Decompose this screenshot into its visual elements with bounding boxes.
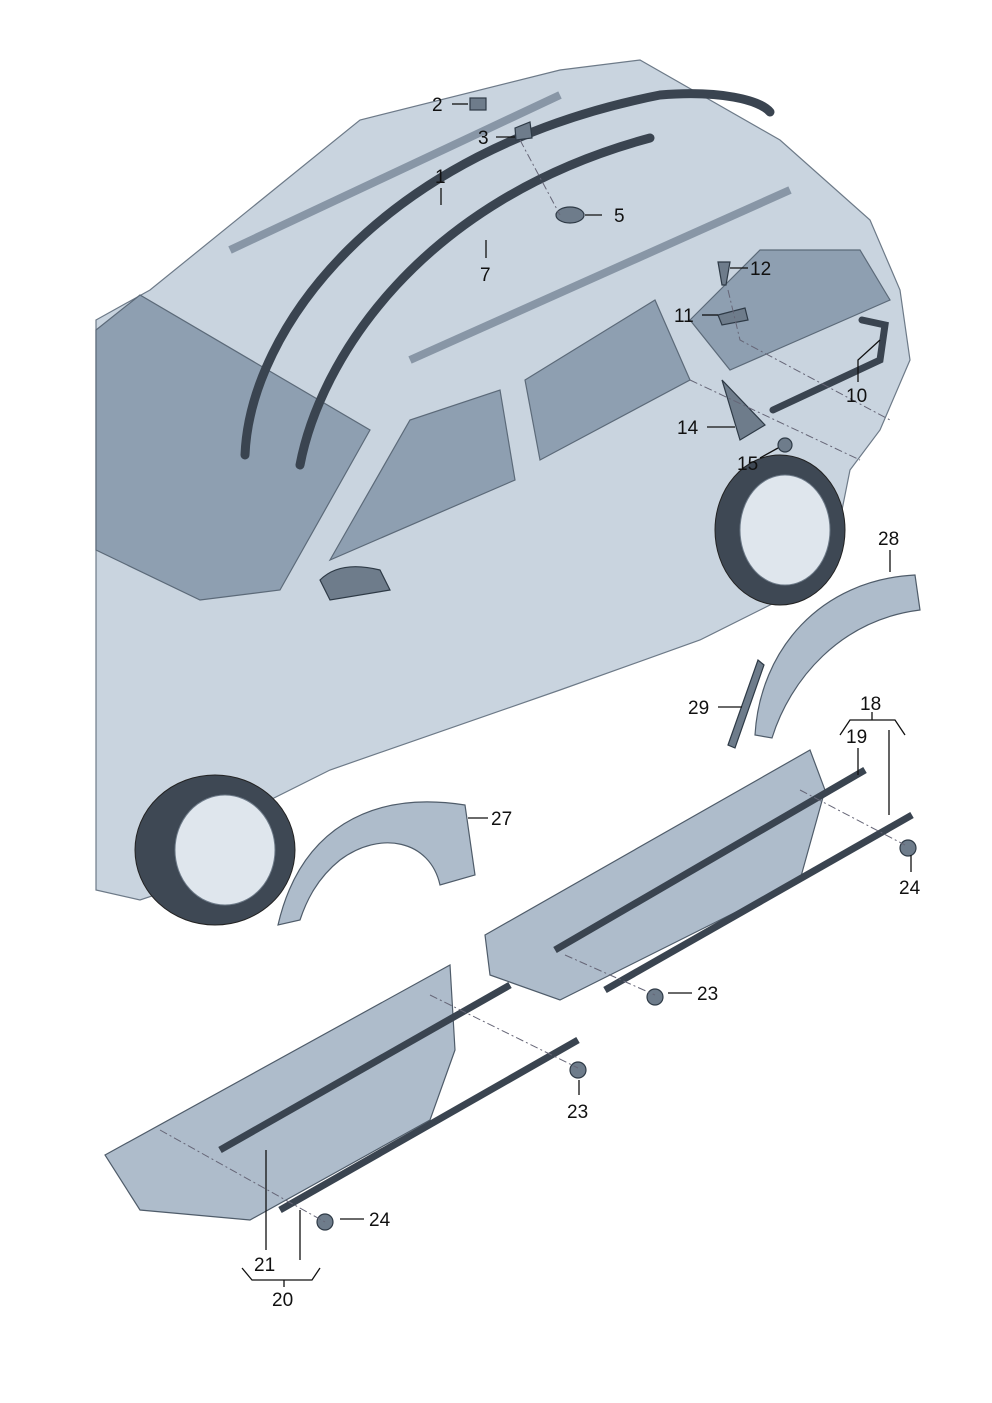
callout-24-left: 24 [369,1210,391,1231]
callout-10: 10 [846,386,867,407]
part-27-wheel-arch [277,801,476,926]
callout-18: 18 [860,694,881,715]
callout-24-right: 24 [899,878,921,899]
fasteners [316,97,917,1231]
callout-19: 19 [846,727,867,748]
part-18-strip [603,811,914,994]
callout-23-left: 23 [567,1102,588,1123]
part-20-strip [278,1036,580,1214]
callout-20: 20 [272,1290,293,1311]
callout-27: 27 [491,809,512,830]
callout-15: 15 [737,454,758,475]
callout-21: 21 [254,1255,275,1276]
car-illustration [95,59,911,926]
callout-28: 28 [878,529,899,550]
part-29-strip [727,658,765,749]
callout-11: 11 [674,306,694,327]
callout-1: 1 [435,167,446,188]
leader-lines [241,103,912,1287]
callout-2: 2 [432,95,443,116]
callout-7: 7 [480,265,491,286]
part-19-strip [553,766,867,954]
part-21-strip [218,981,512,1154]
part-10-molding [769,316,889,414]
callout-5: 5 [614,206,625,227]
part-1-roof-molding [240,89,775,460]
callout-12: 12 [750,259,771,280]
callout-3: 3 [478,128,489,149]
callout-29: 29 [688,698,709,719]
part-28-wheel-arch [754,574,921,739]
part-14-trim [721,379,766,441]
callouts: 2 3 1 5 7 12 11 10 14 15 28 29 18 19 27 … [254,95,921,1311]
part-7-roof-molding [295,133,655,470]
front-door-sill [104,964,456,1221]
callout-23-right: 23 [697,984,718,1005]
callout-14: 14 [677,418,699,439]
